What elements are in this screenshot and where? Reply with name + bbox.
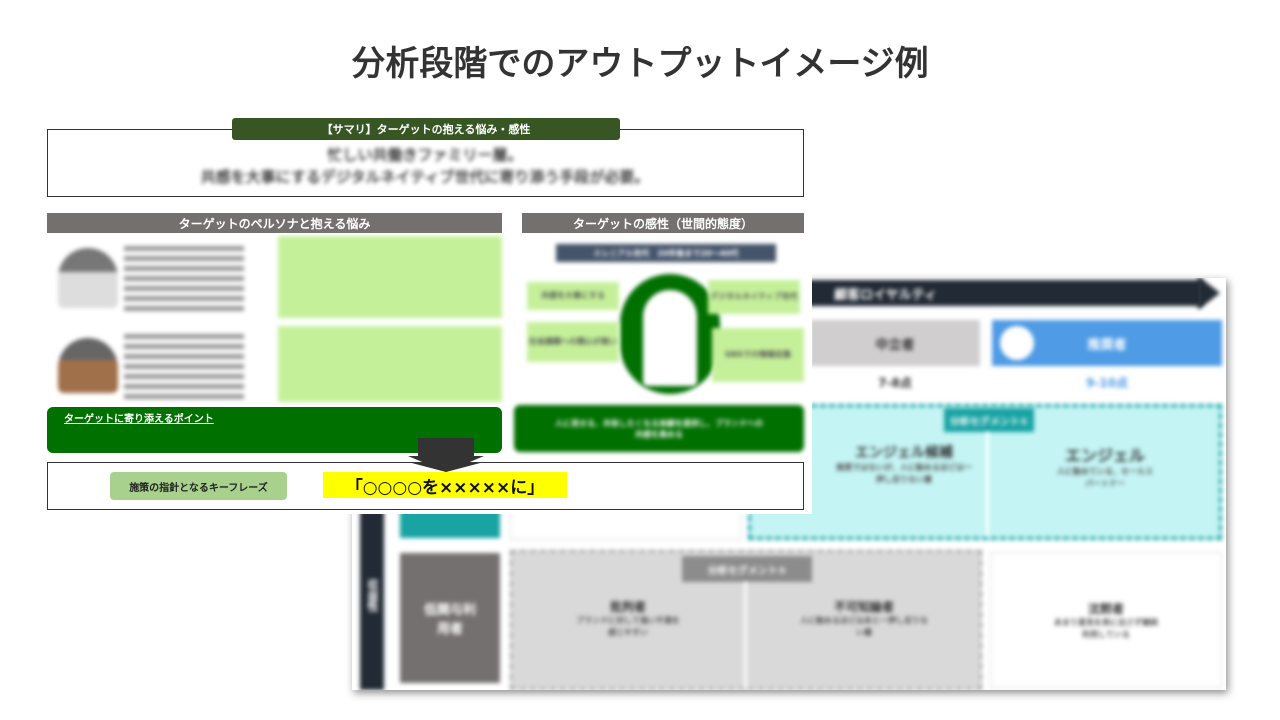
sense-item: 社会課題への関心が高い [527, 322, 619, 362]
neutral-box: 中立者 [810, 320, 980, 366]
persona-worry-bubble [278, 236, 502, 318]
persona-profile-text [124, 246, 244, 316]
generation-tag: ミレニアル世代 20年後まで20〜40代 [556, 244, 776, 262]
summary-line: 忙しい共働きファミリー層。 [327, 146, 523, 164]
persona-profile-text [124, 334, 244, 400]
angel-desc: 人に勧めている、セールスパートナー [1057, 467, 1153, 488]
unknown-desc: 人に勧めるほどはあと一押し足りない層 [800, 616, 928, 637]
divider [744, 582, 747, 688]
segment2-label: 分析セグメント② [682, 556, 812, 582]
sense-item: 共感を大事にする [527, 282, 619, 310]
unknown-label: 不可知論者 [833, 600, 894, 614]
persona-illustration [58, 248, 118, 308]
angel-candidate-desc: 推奨ではないが、人に勧めるほどは一押し足りない層 [836, 463, 972, 484]
segment1-label: 分析セグメント① [944, 408, 1034, 432]
loyalty-axis-arrow: 顧客ロイヤルティ [792, 280, 1202, 306]
angel-candidate-label: エンジェル候補 [855, 445, 953, 461]
keyphrase-label: 施策の指針となるキーフレーズ [110, 472, 287, 500]
smiley-icon [1000, 326, 1034, 360]
persona-illustration [58, 338, 118, 393]
divider [986, 432, 989, 536]
target-summary-image: 【サマリ】ターゲットの抱える悩み・感性 忙しい共働きファミリー層。 共感を大事に… [40, 112, 812, 514]
angel-label: エンジェル [1064, 446, 1145, 465]
angel-candidate: エンジェル候補 推奨ではないが、人に勧めるほどは一押し足りない層 [824, 442, 984, 486]
opponent-label: 批判者 [609, 600, 646, 614]
silent-label: 沈黙者 [1087, 601, 1124, 616]
sense-item: デジタルネイティブ世代 [708, 280, 800, 314]
unknown: 不可知論者 人に勧めるほどはあと一押し足りない層 [748, 598, 980, 639]
angel: エンジェル 人に勧めている、セールスパートナー [992, 442, 1218, 490]
opponent: 批判者 ブランドに対して強い不満を感じやすい [512, 598, 744, 639]
low-user-box: 低関与利用者 [400, 553, 500, 683]
persona-worry-bubble [278, 326, 502, 402]
person-icon [643, 290, 697, 386]
point-right-box: 人に見せる、共有したくなる体験を提供し、ブランドへの共感を高める [514, 405, 804, 452]
down-arrow-head-icon [408, 462, 484, 472]
keyphrase-text: 「○○○○を×××××に」 [323, 472, 567, 498]
sense-header: ターゲットの感性（世間的態度） [522, 213, 804, 233]
promoter-box: 推奨者 [992, 320, 1222, 366]
point-label: ターゲットに寄り添えるポイント [64, 414, 214, 425]
summary-text: 忙しい共働きファミリー層。 共感を大事にするデジタルネイティブ世代に寄り添う手段… [140, 144, 710, 188]
silent: 沈黙者 あまり意見を表に出さず継続利用している [990, 552, 1222, 688]
slide-title: 分析段階でのアウトプットイメージ例 [351, 44, 929, 84]
promoter-label: 推奨者 [1087, 337, 1127, 353]
profitability-axis: 収益性 [360, 500, 384, 690]
silent-desc: あまり意見を表に出さず継続利用している [1054, 617, 1158, 639]
arrow-head-icon [1198, 278, 1220, 310]
summary-line: 共感を大事にするデジタルネイティブ世代に寄り添う手段が必要。 [200, 168, 650, 186]
sense-item: SNSでの情報収集 [712, 328, 804, 382]
persona-header: ターゲットのペルソナと抱える悩み [47, 213, 502, 233]
opponent-desc: ブランドに対して強い不満を感じやすい [576, 616, 680, 637]
neutral-score: 7-8点 [878, 376, 912, 390]
promoter-score: 9-10点 [1085, 376, 1129, 390]
down-arrow-icon [418, 438, 474, 456]
summary-label: 【サマリ】ターゲットの抱える悩み・感性 [232, 118, 620, 140]
